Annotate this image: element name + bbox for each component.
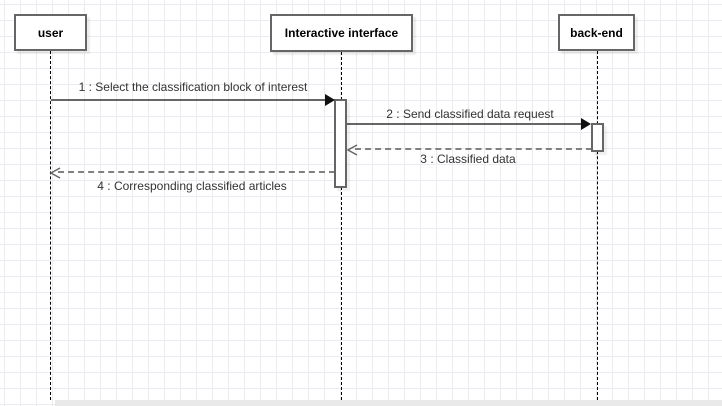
message-label-1[interactable]: 1 : Select the classification block of i… [78,80,308,94]
message-line-2[interactable] [347,123,582,125]
lifeline-interactive-interface[interactable] [341,52,342,400]
filled-arrowhead-icon [581,118,591,130]
message-line-1[interactable] [51,99,325,101]
message-line-4[interactable] [58,171,335,173]
lifeline-user[interactable] [50,51,51,400]
actor-name-interactive-interface: Interactive interface [284,26,399,40]
activation-bar-interactive-interface[interactable] [334,99,347,188]
lifeline-back-end[interactable] [597,51,598,400]
message-label-2[interactable]: 2 : Send classified data request [386,107,554,121]
message-label-3[interactable]: 3 : Classified data [420,152,516,166]
message-label-4[interactable]: 4 : Corresponding classified articles [97,179,287,193]
filled-arrowhead-icon [325,94,335,106]
actor-name-back-end: back-end [570,25,623,40]
open-arrowhead-icon [346,144,358,156]
actor-box-interactive-interface[interactable]: Interactive interface [270,14,413,52]
message-line-3[interactable] [355,148,592,150]
actor-name-user: user [37,25,64,40]
canvas-bottom-edge [55,400,722,406]
actor-box-user[interactable]: user [14,14,87,51]
activation-bar-back-end[interactable] [591,123,604,152]
actor-box-back-end[interactable]: back-end [558,14,635,51]
open-arrowhead-icon [49,167,61,179]
